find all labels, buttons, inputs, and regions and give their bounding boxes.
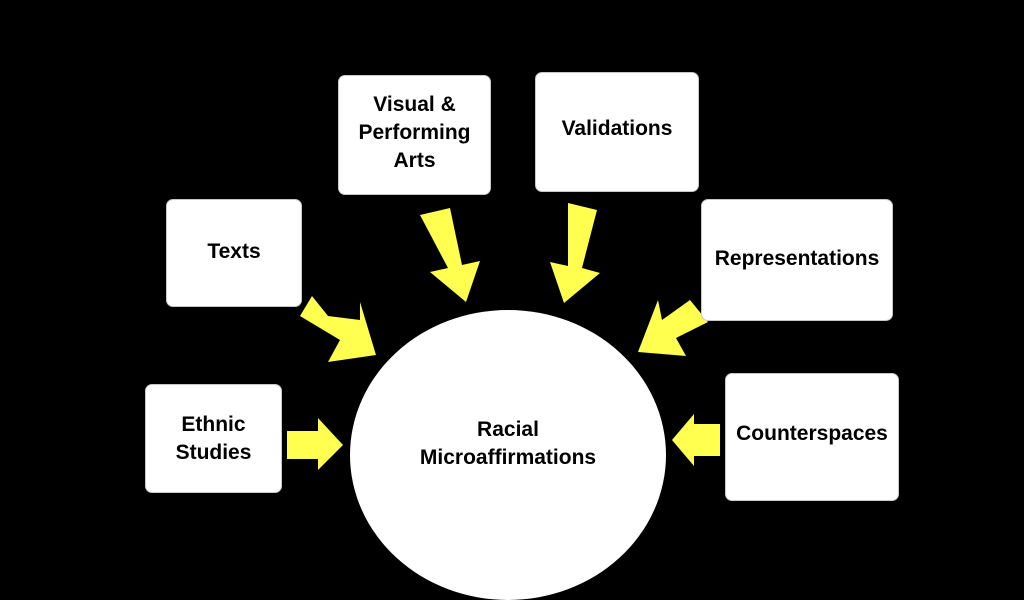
arrows-layer [287,203,720,470]
box-visual-performing-arts-label: Visual & Performing Arts [358,92,471,172]
arrow-counterspaces [672,414,720,466]
box-counterspaces: Counterspaces [725,373,899,501]
box-validations: Validations [535,72,699,192]
box-ethnic-studies: Ethnic Studies [145,384,282,493]
box-representations-label: Representations [714,246,880,270]
box-texts-label: Texts [207,239,261,263]
center-label: Racial Microaffirmations [419,418,597,469]
arrow-visual-performing-arts [420,208,480,302]
arrow-ethnic-studies [287,418,343,470]
box-validations-label: Validations [561,116,673,140]
diagram-canvas: Racial Microaffirmations Visual & Perfor… [145,72,899,600]
center-ellipse-racial-microaffirmations: Racial Microaffirmations [350,310,666,600]
box-texts: Texts [166,199,302,307]
arrow-validations [550,203,600,303]
box-counterspaces-label: Counterspaces [736,421,888,445]
box-ethnic-studies-label: Ethnic Studies [175,412,252,464]
box-representations: Representations [701,199,893,321]
box-visual-performing-arts: Visual & Performing Arts [338,75,491,195]
arrow-texts [300,296,376,362]
arrow-representations [638,300,708,356]
